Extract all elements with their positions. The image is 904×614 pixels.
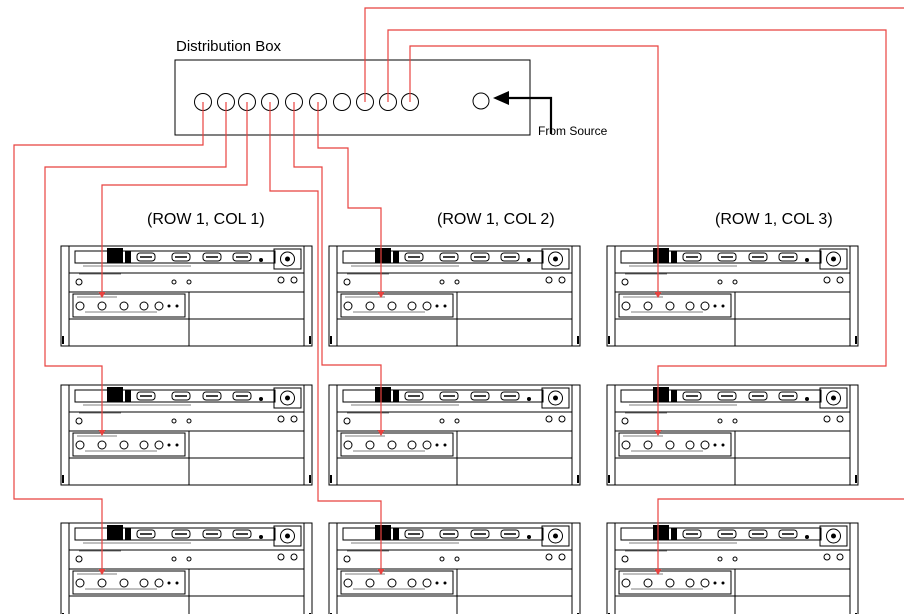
cable-r1c2 bbox=[317, 102, 382, 297]
cable-r1c3 bbox=[409, 45, 659, 297]
column-label-3: (ROW 1, COL 3) bbox=[715, 211, 833, 228]
rack-unit-r1-c2 bbox=[328, 245, 581, 347]
cable-r3c3-return bbox=[657, 498, 904, 574]
cables bbox=[13, 7, 904, 574]
rack-units bbox=[60, 245, 859, 614]
cable-terminal-r1-c1 bbox=[98, 292, 106, 298]
from-source-label: From Source bbox=[538, 124, 608, 138]
cable-terminal-r1-c3 bbox=[654, 292, 662, 298]
cable-terminal-r3-c1 bbox=[98, 569, 106, 575]
rack-unit-r2-c1 bbox=[60, 384, 313, 486]
cable-terminal-r2-c3 bbox=[654, 430, 662, 436]
column-label-1: (ROW 1, COL 1) bbox=[147, 211, 265, 228]
output-port-7-icon bbox=[333, 93, 351, 111]
cable-r2c1 bbox=[44, 102, 227, 435]
rack-unit-r3-c1 bbox=[60, 522, 313, 614]
column-labels: (ROW 1, COL 1) (ROW 1, COL 2) (ROW 1, CO… bbox=[147, 211, 833, 228]
cable-terminal-r1-c2 bbox=[377, 292, 385, 298]
rack-unit-r2-c3 bbox=[606, 384, 859, 486]
cable-terminal-r2-c1 bbox=[98, 430, 106, 436]
input-port-icon bbox=[472, 92, 490, 110]
cable-terminals bbox=[98, 292, 662, 575]
rack-unit-r3-c3 bbox=[606, 522, 859, 614]
cable-terminal-r3-c3 bbox=[654, 569, 662, 575]
cable-terminal-r2-c2 bbox=[377, 430, 385, 436]
rack-unit-r3-c2 bbox=[328, 522, 581, 614]
distribution-box: Distribution Box From Source bbox=[174, 38, 608, 138]
rack-unit-r1-c3 bbox=[606, 245, 859, 347]
rack-unit-r1-c1 bbox=[60, 245, 313, 347]
column-label-2: (ROW 1, COL 2) bbox=[437, 211, 555, 228]
cable-r1c1 bbox=[101, 102, 248, 297]
cable-r3c3 bbox=[364, 7, 904, 102]
cable-r2c3 bbox=[387, 29, 887, 435]
rack-unit-r2-c2 bbox=[328, 384, 581, 486]
distribution-box-frame bbox=[174, 59, 531, 136]
cable-r3c1 bbox=[13, 102, 204, 574]
distribution-box-title: Distribution Box bbox=[176, 38, 282, 55]
cable-r2c2 bbox=[293, 102, 382, 435]
cable-terminal-r3-c2 bbox=[377, 569, 385, 575]
arrow-left-icon bbox=[493, 91, 553, 134]
cable-r3c2 bbox=[269, 102, 382, 574]
